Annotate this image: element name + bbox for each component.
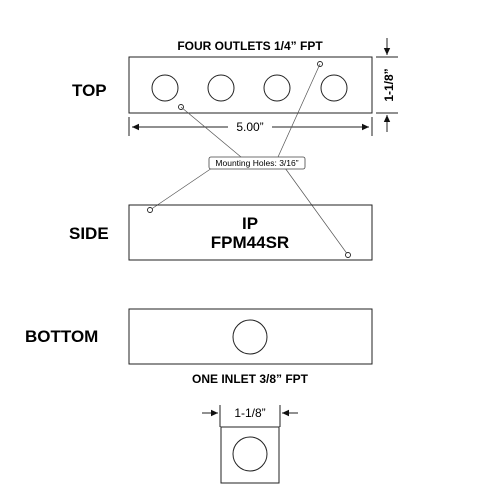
end-width-dimension xyxy=(202,405,298,427)
inlet-port xyxy=(232,319,268,355)
bottom-inlet-label: ONE INLET 3/8” FPT xyxy=(192,372,309,386)
mounting-hole-top-right xyxy=(317,61,323,67)
mounting-hole-side-left xyxy=(147,207,153,213)
end-view-port xyxy=(232,436,268,472)
outlet-port-2 xyxy=(207,74,235,102)
mounting-holes-leaders xyxy=(149,63,349,256)
outlet-port-1 xyxy=(151,74,179,102)
height-dimension-text: 1-1/8” xyxy=(382,68,396,101)
side-view-body xyxy=(128,204,373,261)
outlet-port-4 xyxy=(320,74,348,102)
top-view-body xyxy=(128,56,373,114)
view-label-bottom: BOTTOM xyxy=(25,327,98,346)
length-dimension xyxy=(128,117,373,136)
mounting-holes-callout-text: Mounting Holes: 3/16” xyxy=(215,158,298,168)
model-line-2: FPM44SR xyxy=(211,233,289,252)
outlet-port-3 xyxy=(263,74,291,102)
model-line-1: IP xyxy=(242,214,258,233)
end-view-body xyxy=(220,426,280,484)
mounting-holes-callout-box xyxy=(208,156,306,170)
height-dimension xyxy=(376,38,398,132)
view-label-top: TOP xyxy=(72,81,107,100)
view-label-side: SIDE xyxy=(69,224,109,243)
end-width-dimension-text: 1-1/8” xyxy=(234,406,265,420)
mounting-hole-side-right xyxy=(345,252,351,258)
bottom-view-body xyxy=(128,308,373,365)
top-outlets-label: FOUR OUTLETS 1/4” FPT xyxy=(177,39,323,53)
length-dimension-text: 5.00” xyxy=(236,120,263,134)
